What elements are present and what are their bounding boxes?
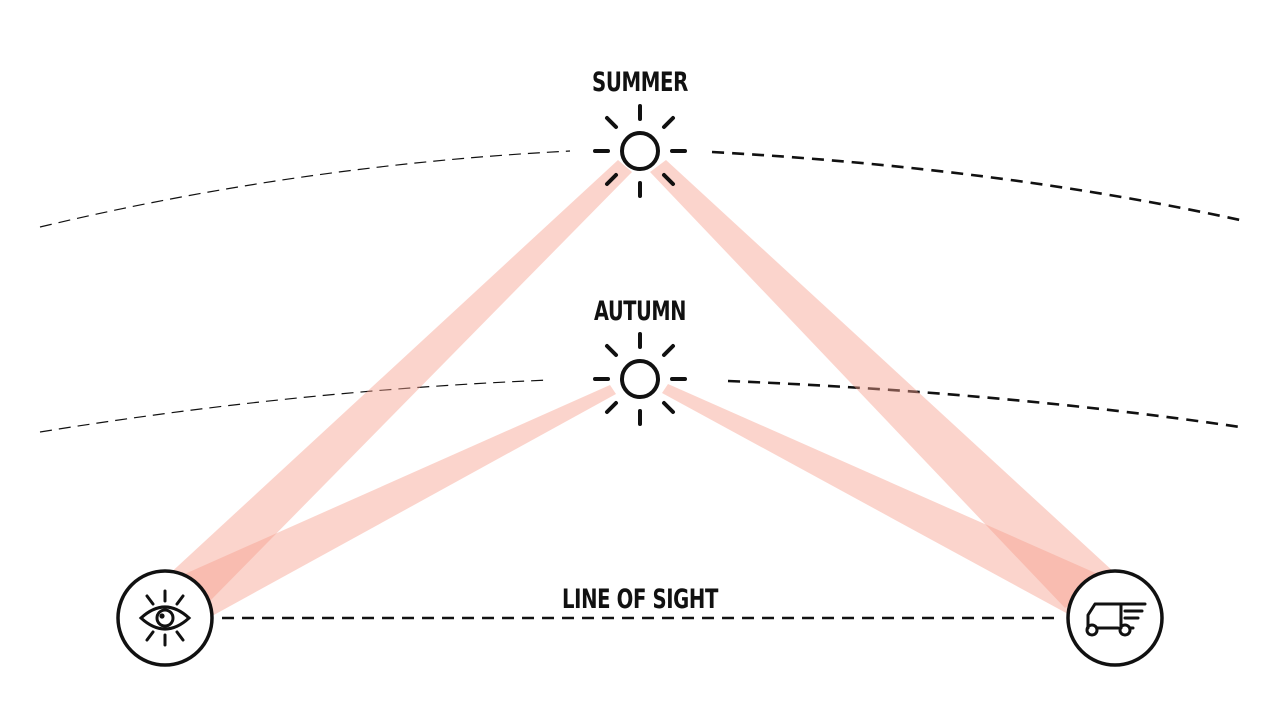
- delivery-truck-icon: [1085, 602, 1147, 637]
- autumn-label: AUTUMN: [594, 296, 686, 327]
- light-beams: [165, 160, 1115, 616]
- autumn-sun-path-left: [39, 379, 551, 433]
- eye-icon: [138, 589, 192, 647]
- beam-autumn-to-observer: [178, 385, 616, 616]
- summer-sun-path-right: [711, 150, 1241, 222]
- sun-icon: [593, 332, 687, 426]
- sun-icon: [593, 104, 687, 198]
- vehicle: [1066, 569, 1164, 667]
- autumn-sun-path-right: [727, 379, 1241, 429]
- summer-label: SUMMER: [592, 67, 689, 98]
- observer: [116, 569, 214, 667]
- beam-summer-to-observer: [165, 160, 632, 604]
- beam-summer-to-vehicle: [650, 160, 1115, 608]
- summer-sun-path-left: [39, 150, 571, 228]
- beam-autumn-to-vehicle: [662, 384, 1100, 614]
- sun-paths: [39, 150, 1241, 433]
- line-of-sight-label: LINE OF SIGHT: [562, 584, 719, 615]
